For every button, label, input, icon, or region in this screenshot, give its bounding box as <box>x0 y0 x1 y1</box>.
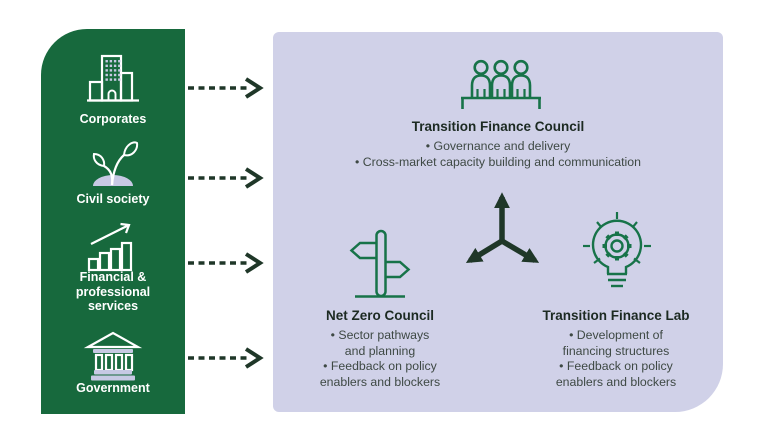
dashed-arrow-civil-society <box>188 167 264 189</box>
council-bullet: • Governance and delivery <box>425 139 571 153</box>
building-base <box>91 349 135 381</box>
council-text-block: Transition Finance Council • Governance … <box>298 119 698 170</box>
net-zero-bullet-line: enablers and blockers <box>319 374 441 389</box>
council-bullet: • Cross-market capacity building and com… <box>355 154 641 169</box>
governance-panel: Transition Finance Council • Governance … <box>273 32 723 412</box>
sidebar-label-financial-services: Financial & professional services <box>75 270 151 314</box>
dashed-arrow-financial-services <box>188 252 264 274</box>
lab-title: Transition Finance Lab <box>542 308 690 323</box>
lab-text-block: Transition Finance Lab • Development of … <box>526 308 706 390</box>
signpost-icon <box>349 229 411 298</box>
office-buildings-icon <box>87 54 139 102</box>
building-windows <box>105 60 121 81</box>
lab-bullet-line: • Feedback on policy <box>559 359 673 373</box>
council-title: Transition Finance Council <box>411 119 585 134</box>
dashed-arrow-government <box>188 347 264 369</box>
dashed-arrow-corporates <box>188 77 264 99</box>
plant-sprout-icon <box>92 141 139 186</box>
sidebar-label-civil-society: Civil society <box>76 192 150 206</box>
people-panel-icon <box>461 59 541 109</box>
stakeholders-sidebar: Corporates Civil society <box>41 29 185 414</box>
lightbulb-rays <box>583 212 651 264</box>
lab-bullet-line: • Development of <box>569 328 663 342</box>
net-zero-title: Net Zero Council <box>325 308 434 323</box>
net-zero-bullet-line: and planning <box>344 343 416 358</box>
lab-bullet-line: enablers and blockers <box>555 374 677 389</box>
government-building-icon <box>83 331 143 381</box>
growth-bar-chart-icon <box>87 222 133 272</box>
net-zero-text-block: Net Zero Council • Sector pathways and p… <box>290 308 470 390</box>
three-way-arrow-icon <box>465 192 540 263</box>
net-zero-bullet-line: • Feedback on policy <box>323 359 437 373</box>
sidebar-label-government: Government <box>76 381 150 395</box>
lightbulb-gear-icon <box>583 212 651 288</box>
lab-bullet-line: financing structures <box>562 343 670 358</box>
sidebar-label-corporates: Corporates <box>79 112 147 126</box>
net-zero-bullet-line: • Sector pathways <box>330 328 430 342</box>
